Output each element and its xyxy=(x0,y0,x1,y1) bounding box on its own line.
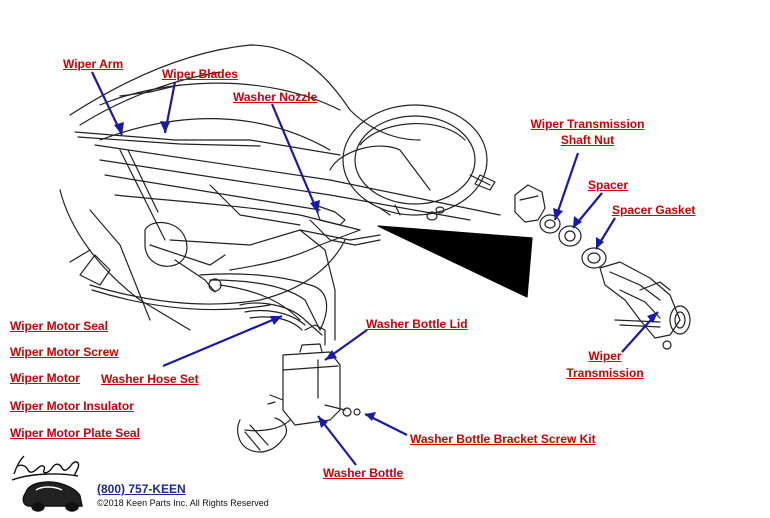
label-wiper-transmission-shaft-nut-line1: Wiper Transmission xyxy=(530,117,645,131)
label-washer-bottle[interactable]: Washer Bottle xyxy=(323,466,404,480)
label-wiper-transmission-line1: Wiper xyxy=(588,349,622,363)
label-wiper-transmission-shaft-nut[interactable]: Wiper Transmission Shaft Nut xyxy=(525,117,650,147)
label-wiper-motor-seal[interactable]: Wiper Motor Seal xyxy=(10,319,108,333)
pointer-arrowheads xyxy=(114,121,658,428)
car-line-art xyxy=(59,44,691,453)
label-wiper-motor-screw[interactable]: Wiper Motor Screw xyxy=(10,345,119,359)
label-spacer-gasket[interactable]: Spacer Gasket xyxy=(612,203,696,217)
label-wiper-arm[interactable]: Wiper Arm xyxy=(63,57,124,71)
label-wiper-blades[interactable]: Wiper Blades xyxy=(162,67,238,81)
label-washer-bottle-lid[interactable]: Washer Bottle Lid xyxy=(366,317,468,331)
label-washer-bottle-bracket-screw-kit[interactable]: Washer Bottle Bracket Screw Kit xyxy=(410,432,596,446)
footer-copyright: ©2018 Keen Parts Inc. All Rights Reserve… xyxy=(97,498,269,508)
label-wiper-motor-insulator[interactable]: Wiper Motor Insulator xyxy=(10,399,134,413)
footer-phone-link[interactable]: (800) 757-KEEN xyxy=(97,482,186,496)
label-wiper-transmission[interactable]: Wiper Transmission xyxy=(560,349,650,380)
label-washer-nozzle[interactable]: Washer Nozzle xyxy=(233,90,318,104)
label-wiper-transmission-line2: Transmission xyxy=(566,366,644,380)
keen-parts-logo xyxy=(11,455,83,512)
label-wiper-transmission-shaft-nut-line2: Shaft Nut xyxy=(560,133,615,147)
label-spacer[interactable]: Spacer xyxy=(588,178,629,192)
label-washer-hose-set[interactable]: Washer Hose Set xyxy=(101,372,199,386)
label-wiper-motor-plate-seal[interactable]: Wiper Motor Plate Seal xyxy=(10,426,140,440)
label-wiper-motor[interactable]: Wiper Motor xyxy=(10,371,80,385)
